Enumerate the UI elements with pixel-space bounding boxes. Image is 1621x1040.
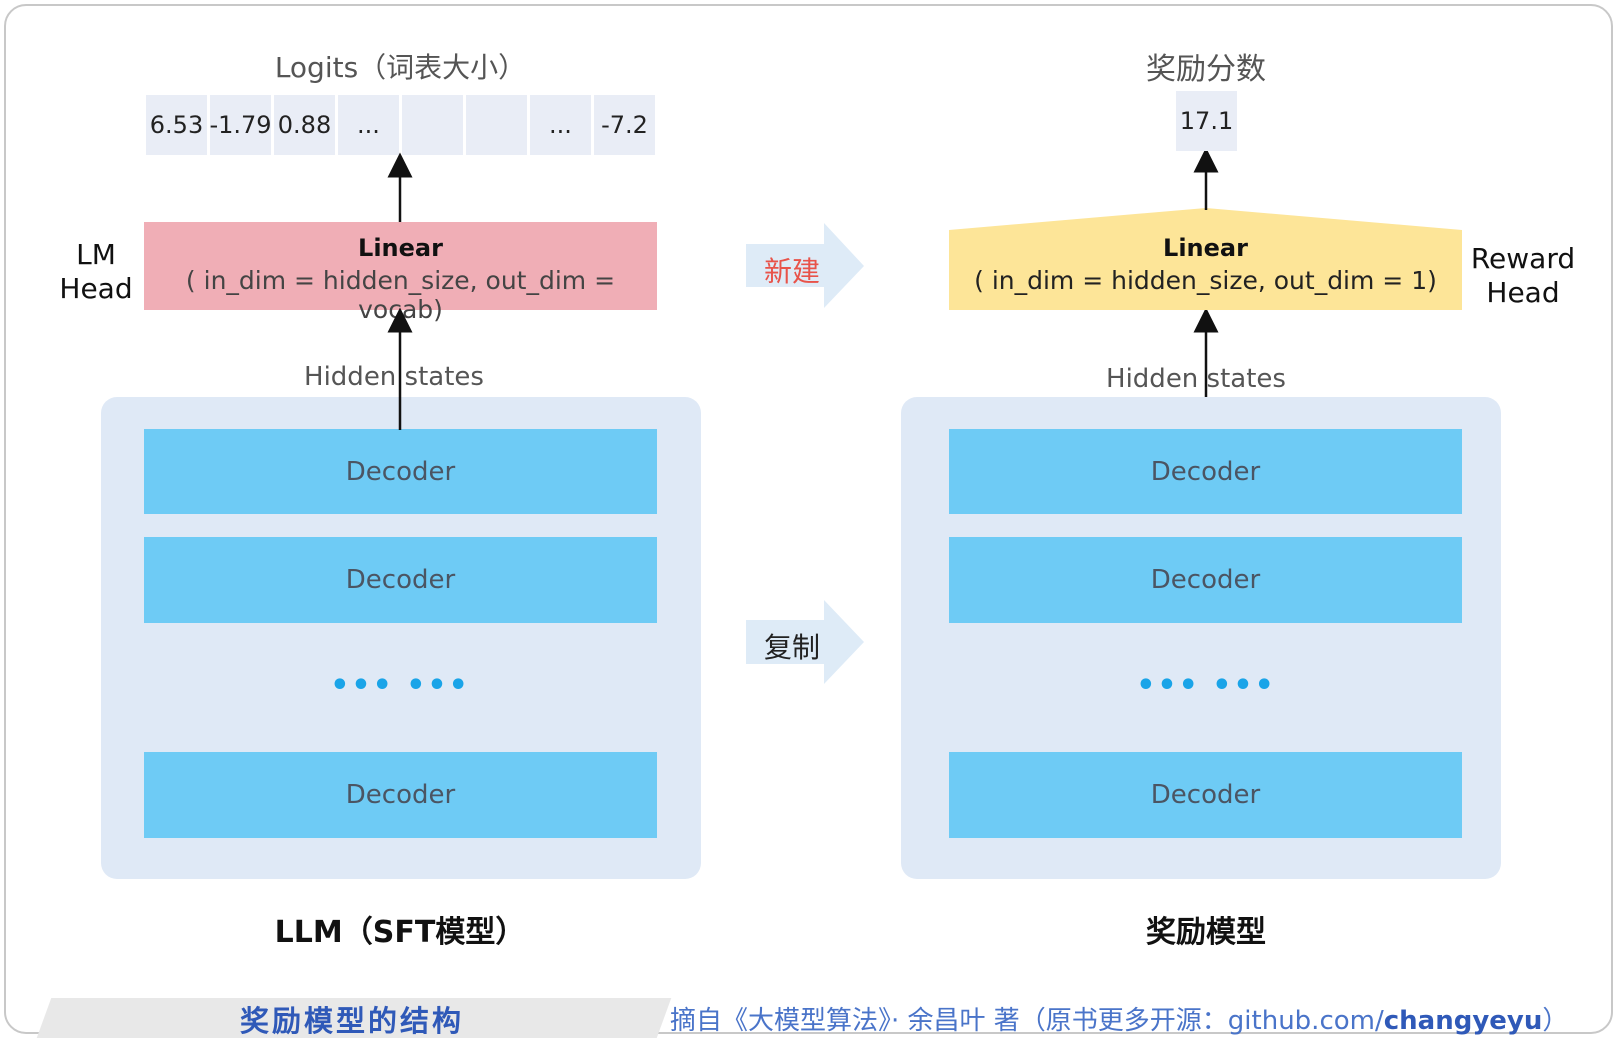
logit-cell: -1.79 bbox=[209, 95, 272, 155]
right-decoder-n: Decoder bbox=[949, 752, 1462, 838]
lm-linear-title: Linear bbox=[358, 234, 443, 262]
logits-label: Logits（词表大小） bbox=[274, 51, 527, 84]
logit-cell bbox=[402, 95, 463, 155]
logit-cell: 0.88 bbox=[274, 95, 335, 155]
lm-linear-params: ( in_dim = hidden_size, out_dim = vocab) bbox=[185, 266, 616, 324]
reward-score-label: 奖励分数 bbox=[1146, 52, 1266, 87]
lm-head-linear-layer: Linear ( in_dim = hidden_size, out_dim =… bbox=[144, 222, 657, 324]
logit-cell: ... bbox=[530, 95, 591, 155]
right-model-title: 奖励模型 bbox=[1146, 915, 1266, 950]
logit-cell: ... bbox=[338, 95, 399, 155]
figure-caption: 奖励模型的结构 bbox=[240, 1004, 465, 1038]
source-attribution: 摘自《大模型算法》· 余昌叶 著（原书更多开源：github.com/chang… bbox=[670, 1006, 1569, 1036]
reward-head-linear-layer: Linear ( in_dim = hidden_size, out_dim =… bbox=[949, 230, 1462, 310]
reward-linear-params: ( in_dim = hidden_size, out_dim = 1) bbox=[974, 266, 1437, 295]
right-ellipsis: ••• ••• bbox=[1136, 668, 1276, 703]
right-decoder-2: Decoder bbox=[949, 537, 1462, 623]
right-hidden-states-label: Hidden states bbox=[1106, 364, 1286, 394]
left-decoder-2: Decoder bbox=[144, 537, 657, 623]
logits-row: 6.53 -1.79 0.88 ... ... -7.2 bbox=[146, 95, 655, 155]
logit-cell: -7.2 bbox=[594, 95, 655, 155]
logit-cell: 6.53 bbox=[146, 95, 207, 155]
left-hidden-states-label: Hidden states bbox=[304, 362, 484, 392]
left-ellipsis: ••• ••• bbox=[330, 668, 470, 703]
right-decoder-1: Decoder bbox=[949, 429, 1462, 514]
diagram-frame bbox=[4, 4, 1613, 1034]
reward-linear-title: Linear bbox=[1163, 234, 1248, 262]
reward-head-label: Reward Head bbox=[1470, 242, 1576, 309]
new-action-label: 新建 bbox=[764, 255, 821, 288]
left-decoder-n: Decoder bbox=[144, 752, 657, 838]
left-model-title: LLM（SFT模型） bbox=[274, 915, 526, 950]
copy-action-label: 复制 bbox=[764, 631, 821, 664]
reward-score-cell: 17.1 bbox=[1176, 91, 1237, 151]
left-decoder-1: Decoder bbox=[144, 429, 657, 514]
logit-cell bbox=[466, 95, 527, 155]
source-author-handle: changyeyu bbox=[1383, 1006, 1543, 1036]
lm-head-label: LM Head bbox=[59, 238, 133, 305]
